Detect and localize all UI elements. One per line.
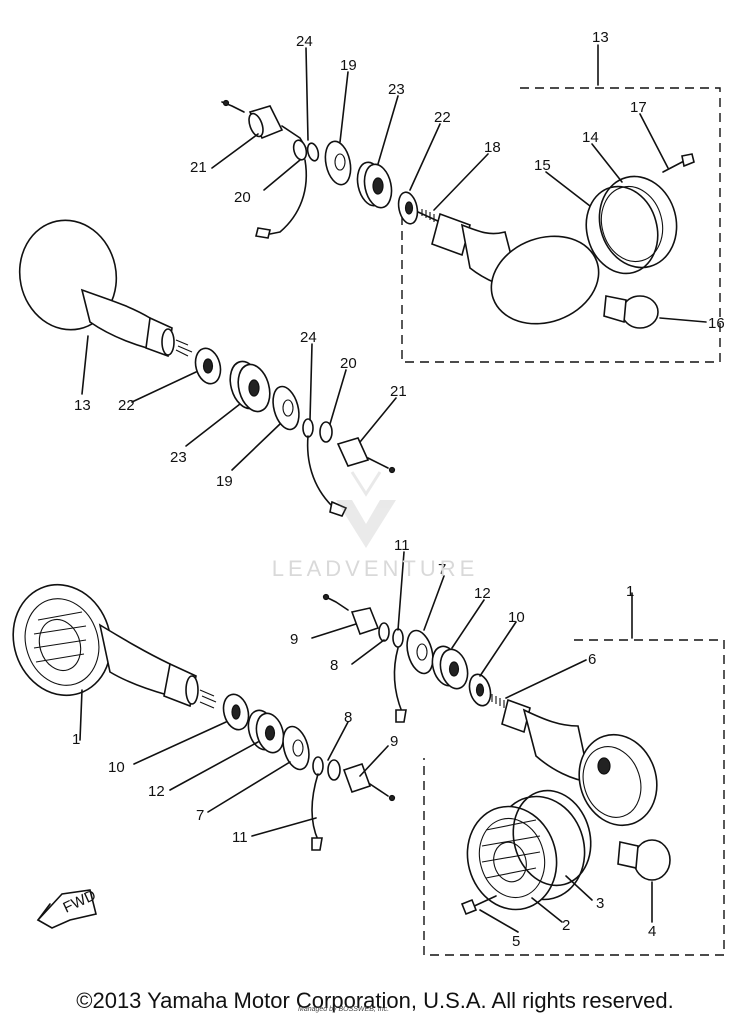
- gasket-15: [585, 185, 659, 275]
- washer-8-upper: [378, 622, 390, 642]
- bulb-4: [633, 839, 671, 881]
- plate-7-lower: [282, 725, 310, 771]
- top-assembly: [18, 44, 721, 517]
- callout-8-lower: 8: [344, 709, 352, 726]
- callout-21-upper: 21: [190, 159, 207, 176]
- callout-7-lower: 7: [196, 807, 204, 824]
- lens-14: [598, 175, 678, 269]
- callout-3: 3: [596, 895, 604, 912]
- callout-1-right: 1: [626, 583, 634, 600]
- callout-10-upper: 10: [508, 609, 525, 626]
- callout-10-lower: 10: [108, 759, 125, 776]
- stud-18: [417, 211, 441, 223]
- wire-11-lower: [311, 773, 319, 841]
- callout-12-upper: 12: [474, 585, 491, 602]
- connector-9-upper: [350, 607, 380, 636]
- copyright-footer: ©2013 Yamaha Motor Corporation, U.S.A. A…: [76, 988, 674, 1013]
- callout-7-upper: 7: [438, 561, 446, 578]
- washer-20-upper: [292, 139, 308, 161]
- screw-17: [662, 159, 687, 173]
- callout-18: 18: [484, 139, 501, 156]
- plate-19-lower: [272, 385, 300, 431]
- wire-11-upper: [393, 647, 403, 713]
- fwd-arrow-icon: FWD: [36, 887, 99, 929]
- bulb-16: [621, 295, 659, 329]
- callout-13-left: 13: [74, 397, 91, 414]
- lens-housing-13-upper: [490, 235, 600, 325]
- callout-22-upper: 22: [434, 109, 451, 126]
- callout-1-left: 1: [72, 731, 80, 748]
- stud-6: [491, 694, 505, 708]
- callout-24-lower: 24: [300, 329, 317, 346]
- callout-5: 5: [512, 933, 520, 950]
- callout-19-upper: 19: [340, 57, 357, 74]
- callout-15: 15: [534, 157, 551, 174]
- washer-24-upper: [306, 142, 320, 162]
- callout-24-upper: 24: [296, 33, 313, 50]
- callout-11-lower: 11: [232, 829, 248, 846]
- washer-20-lower: [319, 421, 333, 443]
- callout-9-lower: 9: [390, 733, 398, 750]
- connector-21-lower: [336, 437, 370, 467]
- watermark-logo: [336, 471, 396, 548]
- callout-6: 6: [588, 651, 596, 668]
- callout-17: 17: [630, 99, 647, 116]
- callout-23-lower: 23: [170, 449, 187, 466]
- callout-13-top: 13: [592, 29, 609, 46]
- callout-12-lower: 12: [148, 783, 165, 800]
- callout-numbers: 13 24 19 23 22 18 17 14 15 21 20 16 13 2…: [72, 29, 725, 950]
- callout-19-lower: 19: [216, 473, 233, 490]
- washer-8-lower: [312, 756, 324, 776]
- callout-14: 14: [582, 129, 599, 146]
- watermark-text: LEADVENTURE: [271, 556, 479, 581]
- plate-7-upper: [406, 629, 434, 675]
- callout-23-upper: 23: [388, 81, 405, 98]
- connector-9-lower: [342, 762, 372, 794]
- washer-24-lower: [302, 418, 314, 438]
- group-box-1: [423, 639, 725, 956]
- callout-16: 16: [708, 315, 725, 332]
- gasket-3: [512, 789, 592, 887]
- wire-lead-lower: [306, 435, 333, 507]
- callout-2: 2: [562, 917, 570, 934]
- callout-8-upper: 8: [330, 657, 338, 674]
- wire-lead-upper: [269, 159, 308, 235]
- callout-4: 4: [648, 923, 656, 940]
- exploded-view-svg: FWD 13 24 19 23 22 18 17 14 15 21 20 16 …: [12, 29, 725, 956]
- credit-line: Managed by BOSSWEB, Inc.: [298, 1006, 390, 1013]
- callout-22-lower: 22: [118, 397, 135, 414]
- callout-20-upper: 20: [234, 189, 251, 206]
- callout-21-lower: 21: [390, 383, 407, 400]
- callout-9-upper: 9: [290, 631, 298, 648]
- bottom-assembly: [12, 551, 725, 956]
- callout-11-upper: 11: [394, 537, 410, 554]
- plate-19-upper: [324, 140, 352, 186]
- callout-20-lower: 20: [340, 355, 357, 372]
